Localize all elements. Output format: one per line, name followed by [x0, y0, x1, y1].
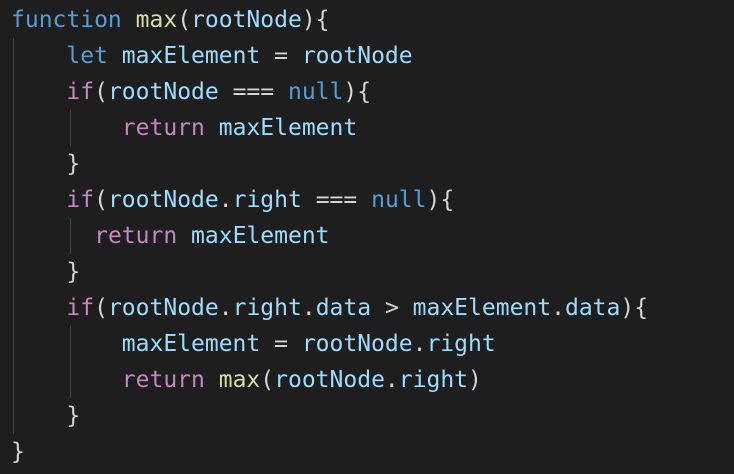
code-token: return	[121, 115, 205, 141]
code-token: if	[66, 187, 95, 213]
code-line[interactable]: return max(rootNode.right)	[11, 362, 648, 398]
code-token: rootNode	[301, 43, 413, 69]
code-indent	[11, 43, 66, 69]
code-token: )	[468, 367, 482, 393]
code-token	[205, 367, 219, 393]
code-token: ){	[301, 7, 330, 33]
code-token: ===	[218, 79, 288, 105]
code-token: .	[218, 295, 233, 321]
code-token: ){	[343, 79, 372, 105]
code-line[interactable]: }	[11, 254, 648, 290]
code-token: right	[232, 187, 302, 213]
code-token: data	[315, 295, 372, 321]
code-indent	[11, 367, 122, 393]
code-indent	[11, 259, 66, 285]
code-line[interactable]: }	[11, 434, 648, 470]
code-token: }	[11, 439, 25, 465]
code-token: >	[371, 295, 413, 321]
code-token: ){	[426, 187, 455, 213]
code-line[interactable]: if(rootNode.right === null){	[11, 182, 648, 218]
code-token: right	[398, 367, 469, 393]
code-token: max	[135, 7, 178, 33]
code-token: rootNode	[107, 295, 219, 321]
code-token: =	[260, 43, 302, 69]
code-token: data	[564, 295, 621, 321]
code-token: .	[551, 295, 565, 321]
code-token: (	[94, 295, 108, 321]
code-line[interactable]: }	[11, 146, 648, 182]
code-token: null	[371, 187, 427, 213]
code-token: null	[287, 79, 344, 105]
code-token	[122, 7, 136, 33]
code-token: maxElement	[412, 295, 552, 321]
code-indent	[11, 403, 66, 429]
code-token: .	[412, 331, 427, 357]
code-line[interactable]: if(rootNode.right.data > maxElement.data…	[11, 290, 648, 326]
code-token: right	[426, 331, 496, 357]
code-token: ===	[301, 187, 372, 213]
code-token: rootNode	[107, 187, 219, 213]
code-token: (	[94, 79, 108, 105]
code-token: maxElement	[218, 115, 358, 141]
code-line[interactable]: if(rootNode === null){	[11, 74, 648, 110]
code-token: return	[121, 367, 205, 393]
code-token: (	[177, 7, 192, 33]
code-line[interactable]: return maxElement	[11, 110, 648, 146]
indent-guide	[70, 110, 71, 146]
code-token: return	[94, 223, 178, 249]
code-token: function	[11, 7, 122, 33]
code-token: if	[66, 79, 95, 105]
indent-guide	[70, 218, 71, 254]
indent-guide	[70, 326, 71, 398]
code-line[interactable]: maxElement = rootNode.right	[11, 326, 648, 362]
code-token	[108, 43, 122, 69]
code-token: }	[66, 403, 81, 429]
code-token: max	[218, 367, 261, 393]
code-token: }	[66, 259, 81, 285]
code-line[interactable]: return maxElement	[11, 218, 648, 254]
code-token: maxElement	[121, 331, 261, 357]
code-indent	[11, 295, 66, 321]
code-token	[177, 223, 191, 249]
code-indent	[11, 331, 122, 357]
code-token: .	[384, 367, 399, 393]
code-indent	[11, 187, 66, 213]
code-token: (	[94, 187, 108, 213]
code-token: rootNode	[301, 331, 413, 357]
code-token: maxElement	[191, 223, 330, 249]
indent-guide	[13, 38, 14, 434]
code-indent	[11, 79, 66, 105]
code-token: (	[260, 367, 275, 393]
code-token: maxElement	[121, 43, 261, 69]
code-token: .	[218, 187, 233, 213]
code-token: }	[66, 151, 81, 177]
code-token: if	[66, 295, 95, 321]
code-token: .	[301, 295, 316, 321]
code-token: rootNode	[191, 7, 302, 33]
code-token: rootNode	[274, 367, 385, 393]
code-token: ){	[620, 295, 649, 321]
code-token: right	[232, 295, 302, 321]
code-token: rootNode	[107, 79, 219, 105]
code-indent	[11, 115, 122, 141]
code-token: let	[66, 43, 108, 69]
code-indent	[11, 223, 94, 249]
code-token: =	[260, 331, 302, 357]
code-lines[interactable]: function max(rootNode){ let maxElement =…	[11, 2, 648, 470]
code-indent	[11, 151, 66, 177]
code-line[interactable]: function max(rootNode){	[11, 2, 648, 38]
code-line[interactable]: let maxElement = rootNode	[11, 38, 648, 74]
code-line[interactable]: }	[11, 398, 648, 434]
code-token	[205, 115, 219, 141]
